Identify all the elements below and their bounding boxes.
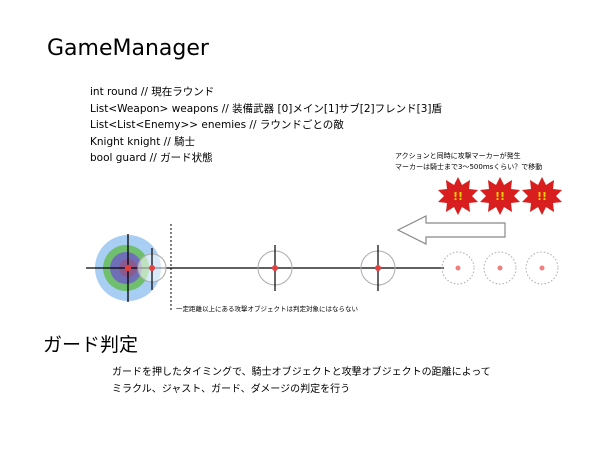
burst-label: !! <box>453 190 463 203</box>
attack-marker-note: アクションと同時に攻撃マーカーが発生 マーカーは騎士まで3〜500msくらい？で… <box>395 151 542 173</box>
range-limit-note: 一定距離以上にある攻撃オブジェクトは判定対象にはならない <box>176 305 358 313</box>
attack-note-line-2: マーカーは騎士まで3〜500msくらい？で移動 <box>395 163 543 171</box>
knight-marker <box>124 234 132 302</box>
field-weapons: List<Weapon> weapons // 装備武器 [0]メイン[1]サブ… <box>90 102 442 115</box>
description-line-1: ガードを押したタイミングで、騎士オブジェクトと攻撃オブジェクトの距離によって <box>112 367 491 378</box>
burst-label: !! <box>537 190 547 203</box>
section-title: ガード判定 <box>43 334 139 356</box>
field-round: int round // 現在ラウンド <box>90 86 215 98</box>
description-line-2: ミラクル、ジャスト、ガード、ダメージの判定を行う <box>112 384 351 395</box>
field-list: int round // 現在ラウンド List<Weapon> weapons… <box>90 84 442 167</box>
attack-note-line-1: アクションと同時に攻撃マーカーが発生 <box>395 152 521 160</box>
spawn-marker-2 <box>483 251 517 285</box>
explosion-burst-icon: !! <box>522 177 562 215</box>
field-enemies: List<List<Enemy>> enemies // ラウンドごとの敵 <box>90 119 344 131</box>
field-guard: bool guard // ガード状態 <box>90 152 213 164</box>
page-title: GameManager <box>47 36 209 61</box>
left-arrow-icon <box>396 215 506 245</box>
explosion-burst-icon: !! <box>480 177 520 215</box>
spawn-marker-1 <box>441 251 475 285</box>
guard-description: ガードを押したタイミングで、騎士オブジェクトと攻撃オブジェクトの距離によって ミ… <box>112 364 491 398</box>
burst-label: !! <box>495 190 505 203</box>
spawn-marker-3 <box>525 251 559 285</box>
attack-marker-near <box>137 248 167 290</box>
attack-marker-mid <box>257 245 293 291</box>
explosion-burst-icon: !! <box>438 177 478 215</box>
attack-marker-far <box>360 245 396 291</box>
field-knight: Knight knight // 騎士 <box>90 135 196 148</box>
